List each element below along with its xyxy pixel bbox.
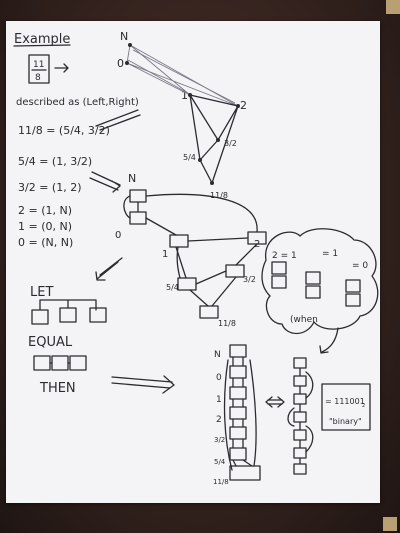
example-fraction-den: 8 <box>35 73 41 83</box>
triangle-label-one: 1 <box>181 89 188 102</box>
example-arrow <box>54 63 69 73</box>
dag-graph <box>123 189 267 319</box>
triangle-label-n: N <box>120 30 128 43</box>
binary-caption: "binary" <box>329 417 362 426</box>
dag-label-eleven-eighths: 11/8 <box>218 319 236 328</box>
example-title: Example <box>14 32 70 47</box>
folder-corner-top-right <box>386 0 400 14</box>
dag-node <box>225 264 245 278</box>
dag-label-three-halves: 3/2 <box>243 275 256 284</box>
binary-box <box>321 383 371 431</box>
then-arrow <box>111 375 175 394</box>
chain-label: 2 <box>216 415 222 425</box>
example-underline <box>13 44 71 47</box>
described-as-text: described as (Left,Right) <box>16 97 139 108</box>
equation-line: 1 = (0, N) <box>18 220 72 233</box>
let-diagram <box>31 299 107 325</box>
dag-node <box>129 189 147 203</box>
chain-label: 1 <box>216 395 222 405</box>
triangle-label-zero: 0 <box>117 57 124 70</box>
let-word: LET <box>30 285 53 300</box>
chain-diagram <box>223 344 261 481</box>
double-arrow-to-let <box>95 257 123 281</box>
dag-label-one: 1 <box>162 249 168 260</box>
notebook-page <box>6 21 380 503</box>
equal-diagram <box>33 355 87 371</box>
chain-label: 3/2 <box>214 436 225 444</box>
double-arrow-to-dag <box>89 171 121 193</box>
dag-label-zero: 0 <box>115 230 121 241</box>
cloud-arrow <box>319 327 339 354</box>
example-fraction-num: 11 <box>33 60 44 70</box>
chain-label: N <box>214 350 221 360</box>
binary-subscript: 2 <box>362 403 365 409</box>
then-word: THEN <box>39 381 76 396</box>
cloud-outline <box>261 228 379 335</box>
binary-chain <box>287 357 314 475</box>
example-fraction-box <box>28 54 50 84</box>
chain-label: 5/4 <box>214 458 226 466</box>
chain-label: 0 <box>216 373 222 383</box>
equation-line: 2 = (1, N) <box>18 204 72 217</box>
triangle-label-three-halves: 3/2 <box>224 139 237 148</box>
equation-line: 0 = (N, N) <box>18 236 73 249</box>
cloud-when: (when <box>290 315 318 325</box>
equation-line: 11/8 = (5/4, 3/2) <box>18 124 110 137</box>
dag-label-five-quarters: 5/4 <box>166 283 179 292</box>
cloud-eq-zero: = 0 <box>352 261 368 271</box>
triangle-label-eleven-eighths: 11/8 <box>210 191 228 200</box>
cloud-eq-one: = 1 <box>322 249 338 259</box>
folder-corner-bottom-right <box>383 517 397 531</box>
dag-label-n: N <box>128 172 136 185</box>
dag-node <box>169 234 189 248</box>
equal-word: EQUAL <box>28 335 73 350</box>
binary-value: = 111001 <box>325 397 365 406</box>
dag-node <box>129 211 147 225</box>
equation-line: 5/4 = (1, 3/2) <box>18 155 92 168</box>
dag-node <box>199 305 219 319</box>
triangle-label-two: 2 <box>240 99 247 112</box>
triangle-label-five-quarters: 5/4 <box>183 153 196 162</box>
cloud-boxes <box>271 261 361 307</box>
cloud-eq-two: 2 = 1 <box>272 251 297 261</box>
chain-label: 11/8 <box>213 478 229 486</box>
dag-node <box>177 277 197 291</box>
triangle-edges <box>125 43 240 185</box>
equation-line: 3/2 = (1, 2) <box>18 181 82 194</box>
double-arrow-to-triangle <box>95 109 141 131</box>
equivalence-arrow <box>265 396 285 408</box>
